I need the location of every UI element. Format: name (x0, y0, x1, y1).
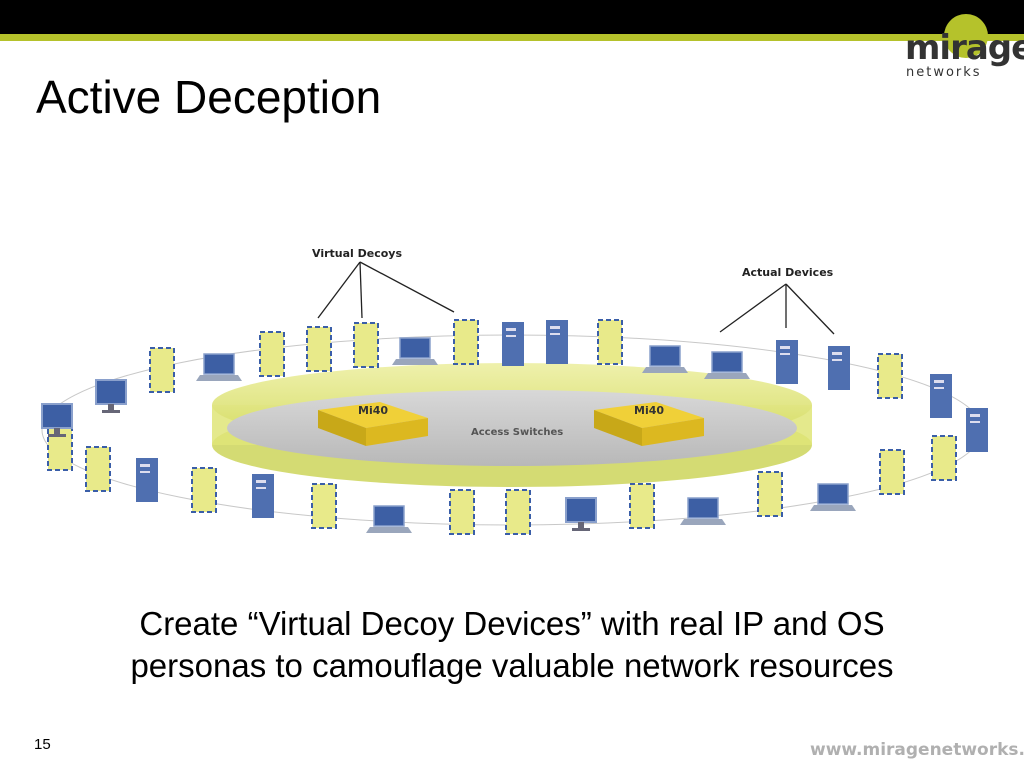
logo-accent-circle (944, 14, 988, 58)
switch-right-label: Mi40 (634, 404, 664, 417)
decoy-device-icon (877, 353, 903, 399)
switch-right (594, 402, 704, 446)
decoy-device-icon (449, 489, 475, 535)
decoy-device-icon (931, 435, 957, 481)
decoy-device-icon (85, 446, 111, 492)
decoy-device-icon (259, 331, 285, 377)
decoy-device-icon (629, 483, 655, 529)
laptop-icon (392, 337, 438, 365)
switch-left (318, 402, 428, 446)
monitor-icon (565, 497, 597, 531)
laptop-icon (680, 497, 726, 525)
monitor-icon (41, 403, 73, 437)
server-icon (546, 320, 568, 364)
decoy-device-icon (597, 319, 623, 365)
slide-title: Active Deception (36, 71, 382, 123)
server-icon (930, 374, 952, 418)
top-bar (0, 0, 1024, 34)
server-icon (966, 408, 988, 452)
top-accent-bar (0, 34, 1024, 41)
slide-caption: Create “Virtual Decoy Devices” with real… (0, 603, 1024, 687)
logo-bottom-text: networks (906, 65, 982, 80)
server-icon (776, 340, 798, 384)
decoy-device-icon (757, 471, 783, 517)
callout-lines (317, 261, 835, 335)
caption-line-2: personas to camouflage valuable network … (130, 647, 894, 684)
laptop-icon (704, 351, 750, 379)
logo-top-text: mirage (905, 28, 1024, 68)
virtual-decoys-label: Virtual Decoys (312, 247, 402, 260)
access-switches-label: Access Switches (471, 427, 563, 438)
decoy-device-icon (453, 319, 479, 365)
decoy-device-icon (353, 322, 379, 368)
switch-left-label: Mi40 (358, 404, 388, 417)
decoy-device-icon (306, 326, 332, 372)
page-number: 15 (34, 736, 51, 753)
footer-url: www.miragenetworks.com (810, 740, 1024, 760)
laptop-icon (810, 483, 856, 511)
decoy-device-icon (311, 483, 337, 529)
actual-devices-label: Actual Devices (742, 266, 834, 279)
mirage-networks-logo: mirage networks (888, 12, 1024, 82)
access-switch-ring (212, 363, 812, 487)
caption-line-1: Create “Virtual Decoy Devices” with real… (139, 605, 885, 642)
server-icon (136, 458, 158, 502)
decoy-device-icon (149, 347, 175, 393)
network-devices (41, 319, 988, 535)
decoy-device-icon (191, 467, 217, 513)
laptop-icon (366, 505, 412, 533)
decoy-device-icon (505, 489, 531, 535)
laptop-icon (642, 345, 688, 373)
laptop-icon (196, 353, 242, 381)
decoy-device-icon (879, 449, 905, 495)
monitor-icon (95, 379, 127, 413)
network-diagram: Mi40 Mi40 Access Switches Virtual Decoys… (41, 247, 988, 535)
server-icon (502, 322, 524, 366)
server-icon (828, 346, 850, 390)
server-icon (252, 474, 274, 518)
